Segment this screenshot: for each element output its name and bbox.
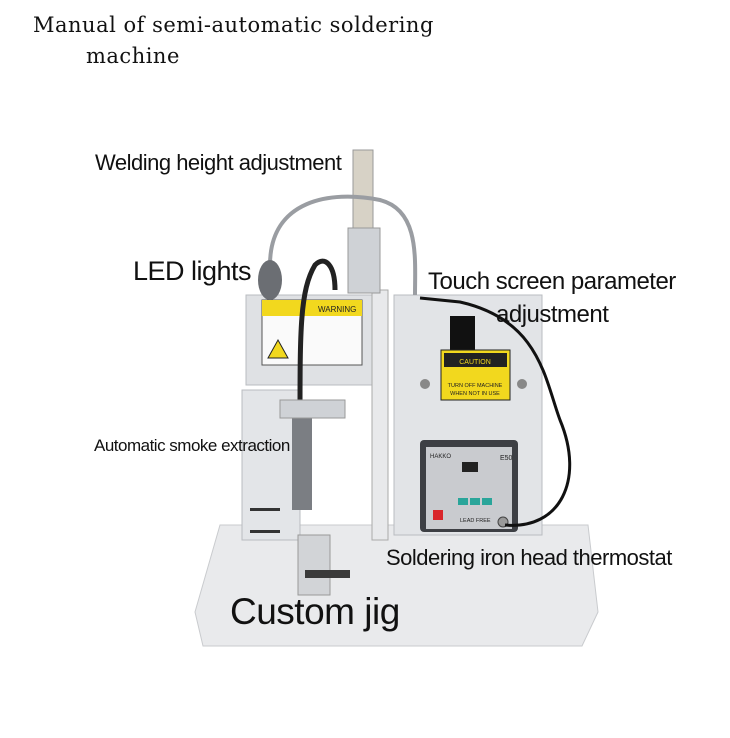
- gooseneck-lamp-arm: [268, 194, 418, 296]
- label-welding-height: Welding height adjustment: [95, 150, 342, 175]
- power-switch[interactable]: [433, 510, 443, 520]
- touch-screen[interactable]: [450, 316, 475, 351]
- lead-free-text: LEAD FREE: [460, 518, 491, 524]
- label-thermostat: Soldering iron head thermostat: [386, 545, 672, 570]
- caution-line1: TURN OFF MACHINE: [448, 383, 503, 389]
- temperature-display: [462, 462, 478, 472]
- caution-text: CAUTION: [459, 359, 491, 366]
- warning-text: WARNING: [318, 305, 356, 314]
- label-smoke-extraction: Automatic smoke extraction: [94, 436, 290, 455]
- vertical-column: [371, 289, 389, 541]
- label-touch-screen-line2: adjustment: [496, 301, 609, 328]
- button-up[interactable]: [458, 498, 468, 505]
- led-lamp: [258, 260, 282, 300]
- label-led-lights: LED lights: [133, 256, 252, 286]
- model-text: E50: [500, 455, 513, 462]
- custom-jig: [297, 534, 331, 596]
- caution-line2: WHEN NOT IN USE: [450, 391, 500, 397]
- label-touch-screen-line1: Touch screen parameter: [428, 268, 676, 295]
- button-down[interactable]: [470, 498, 480, 505]
- label-custom-jig: Custom jig: [230, 591, 400, 632]
- soldering-iron: [292, 400, 312, 510]
- manual-title-line2: machine: [86, 44, 180, 68]
- brand-text: HAKKO: [430, 454, 451, 460]
- iron-cable: [419, 296, 572, 527]
- height-adjuster: [352, 149, 374, 231]
- base-plate: [194, 524, 599, 647]
- manual-title-line1: Manual of semi-automatic soldering: [33, 13, 434, 37]
- button-set[interactable]: [482, 498, 492, 505]
